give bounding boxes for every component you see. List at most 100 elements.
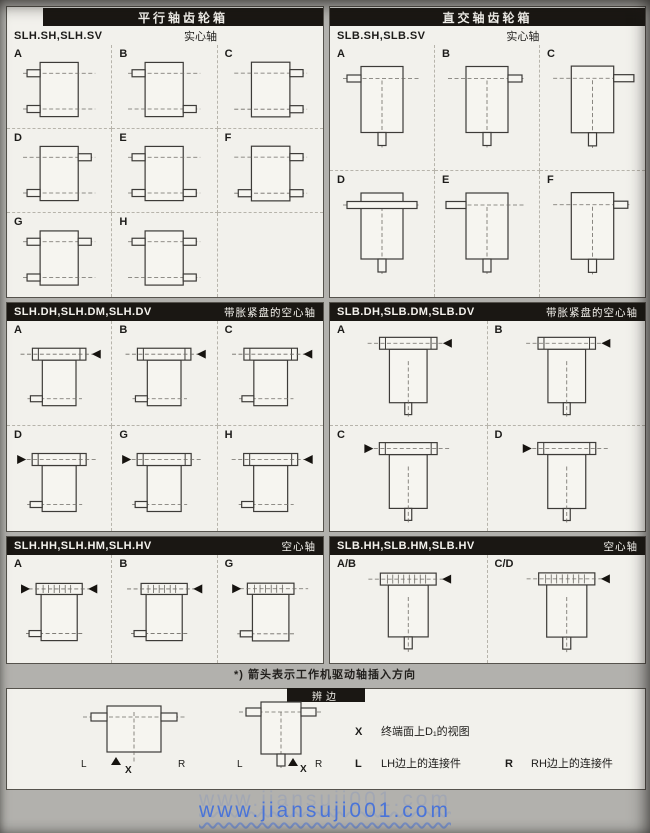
variant-letter: B: [119, 324, 128, 336]
model-codes: SLB.SH,SLB.SV: [337, 30, 426, 42]
variant-letter: E: [442, 174, 450, 186]
variant-letter: E: [119, 132, 127, 144]
variant-letter: C: [224, 48, 233, 60]
panel-header: SLB.HH,SLB.HM,SLB.HV 空心轴: [330, 537, 645, 555]
variant-cell: C: [540, 45, 645, 171]
gearbox-diagram: [368, 572, 452, 652]
insertion-arrow-icon: [197, 349, 207, 359]
variant-cell: D: [488, 426, 646, 531]
variant-letter: C: [547, 48, 555, 60]
insertion-arrow-icon: [522, 444, 532, 453]
gearbox-diagram: [128, 61, 201, 118]
shaft-type-label: 带胀紧盘的空心轴: [224, 306, 316, 319]
variant-letter: G: [224, 558, 234, 570]
variant-cell: B: [112, 45, 218, 129]
insertion-arrow-icon: [17, 455, 27, 464]
gearbox-diagram: [364, 442, 450, 524]
insertion-arrow-icon: [600, 338, 610, 348]
gearbox-diagram: [23, 61, 96, 118]
view-direction-marker: [111, 757, 121, 765]
legend-title-tab: 辨边: [287, 688, 365, 703]
legend-key: L: [355, 758, 362, 770]
side-label-right: R: [315, 759, 322, 770]
gearbox-diagram: [231, 452, 313, 513]
shaft-type-label: 空心轴: [281, 540, 316, 553]
variant-cell: C: [217, 45, 323, 129]
watermark-url: www.jiansuji001.com: [199, 799, 451, 822]
variant-cell: G: [7, 213, 113, 297]
variant-cell: C: [330, 426, 488, 531]
variant-grid: A/B C/D: [330, 555, 645, 663]
variant-letter: A: [337, 324, 345, 336]
variant-cell: B: [112, 555, 218, 663]
variant-letter: A: [14, 48, 22, 60]
gearbox-diagram: [122, 452, 204, 513]
shaft-type-label: 带胀紧盘的空心轴: [546, 306, 638, 319]
variant-letter: G: [119, 429, 128, 441]
variant-letter: A/B: [337, 558, 356, 570]
gearbox-diagram: [553, 192, 632, 275]
shaft-type-label: 实心轴: [506, 31, 540, 43]
side-label-left: L: [81, 759, 87, 770]
variant-cell: C: [217, 321, 323, 426]
variant-cell: A: [330, 321, 488, 426]
variant-cell: A/B: [330, 555, 488, 663]
variant-letter: D: [494, 429, 503, 441]
gearbox-diagram: [20, 347, 101, 407]
variant-letter: C/D: [494, 558, 514, 570]
gearbox-diagram: [553, 65, 635, 148]
variant-cell: A: [7, 321, 113, 426]
variant-letter: B: [119, 558, 128, 570]
gearbox-diagram: [522, 441, 608, 524]
gearbox-diagram: [128, 230, 201, 286]
model-codes: SLH.DH,SLH.DM,SLH.DV: [14, 306, 152, 318]
side-label-right: R: [178, 759, 185, 770]
gearbox-diagram: [233, 61, 307, 118]
gearbox-diagram: [231, 582, 308, 642]
insertion-arrow-icon: [88, 584, 98, 594]
variant-letter: C: [224, 324, 233, 336]
view-direction-marker: [288, 758, 298, 766]
gearbox-diagram: [445, 192, 526, 274]
model-codes: SLH.HH,SLH.HM,SLH.HV: [14, 540, 152, 552]
gearbox-diagram: [343, 192, 421, 274]
gearbox-diagram: [23, 230, 96, 286]
variant-cell: B: [112, 321, 218, 426]
gearbox-diagram: [448, 65, 526, 148]
insertion-arrow-icon: [231, 584, 241, 594]
insertion-arrow-icon: [442, 338, 452, 348]
view-label-x: X: [125, 765, 132, 776]
gearbox-diagram: [367, 336, 452, 418]
variant-cell: A: [7, 555, 113, 663]
shaft-type-label: 实心轴: [183, 31, 217, 43]
panel-header: SLH.HH,SLH.HM,SLH.HV 空心轴: [7, 537, 323, 555]
gearbox-diagram: [125, 347, 207, 407]
variant-cell: C/D: [488, 555, 646, 663]
gearbox-diagram: [128, 145, 201, 202]
variant-letter: A: [337, 48, 345, 60]
legend-key: R: [505, 758, 513, 770]
gearbox-diagram: [127, 582, 203, 642]
insertion-arrow-icon: [442, 574, 452, 584]
gearbox-diagram: [525, 336, 610, 418]
panel-header: SLH.DH,SLH.DM,SLH.DV 带胀紧盘的空心轴: [7, 303, 323, 321]
variant-cell: D: [7, 426, 113, 531]
side-label-left: L: [237, 759, 243, 770]
insertion-arrow-icon: [21, 584, 31, 594]
gearbox-diagram: [233, 145, 307, 202]
variant-cell: H: [218, 426, 323, 531]
insertion-arrow-icon: [303, 455, 313, 464]
model-codes: SLB.HH,SLB.HM,SLB.HV: [337, 540, 475, 552]
insertion-arrow-icon: [122, 455, 132, 464]
